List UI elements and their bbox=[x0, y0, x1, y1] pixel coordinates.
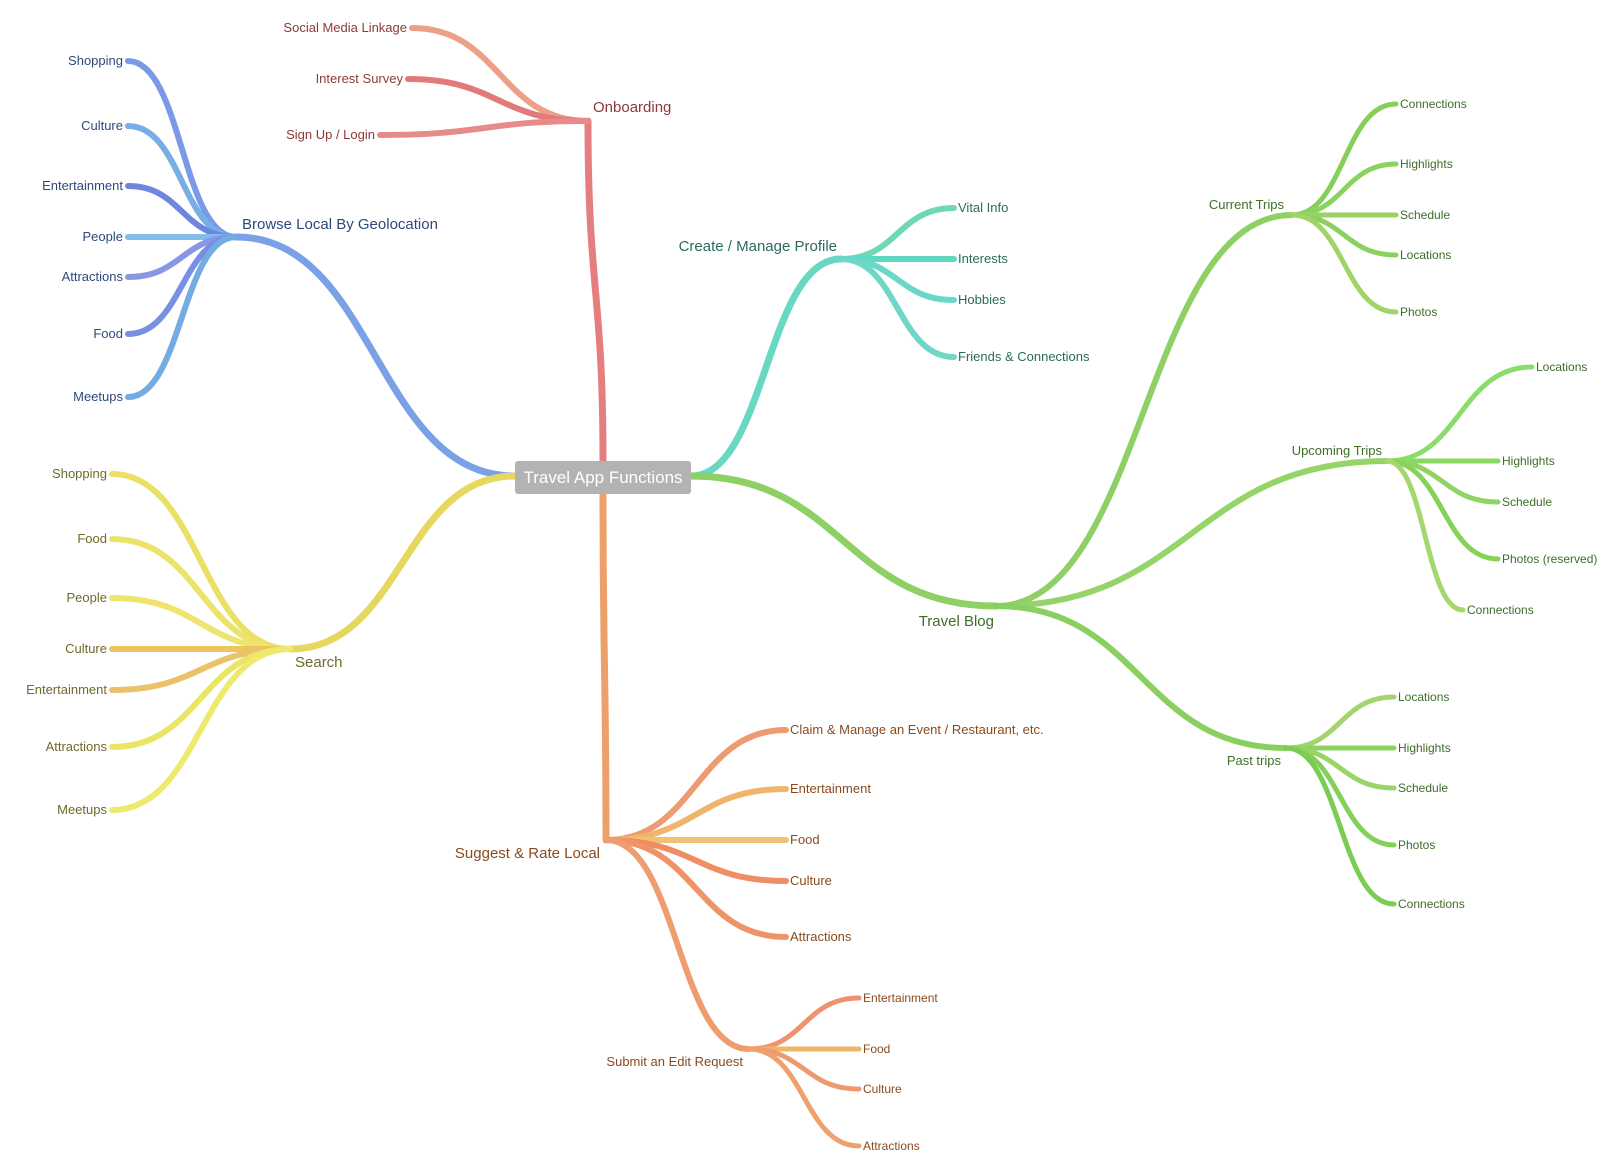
leaf-browse-food[interactable]: Food bbox=[93, 326, 123, 341]
branch-edge-blog bbox=[687, 472, 1000, 610]
branch-label-profile[interactable]: Create / Manage Profile bbox=[679, 238, 837, 255]
leaf-browse-culture[interactable]: Culture bbox=[81, 118, 123, 133]
edge-blog-current-trips-highlights bbox=[1289, 161, 1399, 218]
branch-label-blog[interactable]: Travel Blog bbox=[919, 613, 994, 630]
edge-suggest-attractions bbox=[603, 837, 789, 940]
branch-edge-profile bbox=[687, 255, 845, 480]
leaf-suggest-submit-an-edit-request-attractions[interactable]: Attractions bbox=[863, 1139, 920, 1153]
leaf-blog-past-trips-schedule[interactable]: Schedule bbox=[1398, 781, 1448, 795]
leaf-onboarding-interest-survey[interactable]: Interest Survey bbox=[316, 71, 404, 86]
leaf-suggest-food[interactable]: Food bbox=[790, 832, 820, 847]
edge-blog-upcoming-trips bbox=[993, 458, 1390, 609]
leaf-search-culture[interactable]: Culture bbox=[65, 641, 107, 656]
branch-label-suggest[interactable]: Suggest & Rate Local bbox=[455, 845, 600, 862]
leaf-blog-upcoming-trips-schedule[interactable]: Schedule bbox=[1502, 495, 1552, 509]
edge-suggest-submit-an-edit-request-attractions bbox=[746, 1046, 862, 1149]
leaf-browse-entertainment[interactable]: Entertainment bbox=[42, 178, 123, 193]
edge-blog-current-trips bbox=[993, 212, 1295, 609]
node-blog-current-trips[interactable]: Current Trips bbox=[1209, 197, 1285, 212]
leaf-search-food[interactable]: Food bbox=[77, 531, 107, 546]
leaf-suggest-entertainment[interactable]: Entertainment bbox=[790, 781, 871, 796]
leaf-search-entertainment[interactable]: Entertainment bbox=[26, 682, 107, 697]
leaf-browse-people[interactable]: People bbox=[83, 229, 123, 244]
edge-suggest-entertainment bbox=[603, 786, 789, 843]
leaf-browse-meetups[interactable]: Meetups bbox=[73, 389, 123, 404]
node-blog-upcoming-trips[interactable]: Upcoming Trips bbox=[1292, 443, 1383, 458]
edge-onboarding-sign-up-login bbox=[377, 118, 591, 138]
edge-blog-upcoming-trips-connections bbox=[1384, 458, 1466, 613]
leaf-onboarding-social-media-linkage[interactable]: Social Media Linkage bbox=[283, 20, 407, 35]
root-label: Travel App Functions bbox=[523, 468, 682, 487]
leaf-suggest-claim-manage-an-event-restaurant-etc[interactable]: Claim & Manage an Event / Restaurant, et… bbox=[790, 722, 1044, 737]
leaf-search-shopping[interactable]: Shopping bbox=[52, 466, 107, 481]
edge-suggest-submit-an-edit-request bbox=[603, 837, 752, 1052]
leaf-suggest-culture[interactable]: Culture bbox=[790, 873, 832, 888]
branch-edge-browse bbox=[232, 233, 519, 480]
leaf-blog-current-trips-schedule[interactable]: Schedule bbox=[1400, 208, 1450, 222]
edge-blog-past-trips-connections bbox=[1283, 745, 1397, 907]
leaf-browse-attractions[interactable]: Attractions bbox=[62, 269, 124, 284]
edge-suggest-submit-an-edit-request-entertainment bbox=[746, 995, 862, 1052]
edge-search-meetups bbox=[109, 646, 293, 813]
mind-map-edges bbox=[109, 25, 1535, 1149]
leaf-search-attractions[interactable]: Attractions bbox=[46, 739, 108, 754]
leaf-search-meetups[interactable]: Meetups bbox=[57, 802, 107, 817]
leaf-search-people[interactable]: People bbox=[67, 590, 107, 605]
leaf-blog-current-trips-photos[interactable]: Photos bbox=[1400, 305, 1437, 319]
edge-search-shopping bbox=[109, 471, 293, 652]
branch-label-search[interactable]: Search bbox=[295, 654, 343, 671]
edge-blog-current-trips-photos bbox=[1289, 212, 1399, 315]
leaf-blog-current-trips-highlights[interactable]: Highlights bbox=[1400, 157, 1453, 171]
edge-blog-upcoming-trips-photos-reserved bbox=[1384, 458, 1501, 562]
leaf-onboarding-sign-up-login[interactable]: Sign Up / Login bbox=[286, 127, 375, 142]
leaf-blog-upcoming-trips-highlights[interactable]: Highlights bbox=[1502, 454, 1555, 468]
branch-edge-onboarding bbox=[584, 117, 607, 465]
branch-edge-search bbox=[286, 472, 519, 653]
leaf-blog-past-trips-connections[interactable]: Connections bbox=[1398, 897, 1465, 911]
edge-onboarding-social-media-linkage bbox=[409, 25, 591, 124]
branch-label-onboarding[interactable]: Onboarding bbox=[593, 99, 671, 116]
leaf-blog-current-trips-locations[interactable]: Locations bbox=[1400, 248, 1451, 262]
leaf-blog-upcoming-trips-connections[interactable]: Connections bbox=[1467, 603, 1534, 617]
leaf-blog-past-trips-highlights[interactable]: Highlights bbox=[1398, 741, 1451, 755]
leaf-blog-upcoming-trips-locations[interactable]: Locations bbox=[1536, 360, 1587, 374]
leaf-suggest-attractions[interactable]: Attractions bbox=[790, 929, 852, 944]
leaf-profile-vital-info[interactable]: Vital Info bbox=[958, 200, 1008, 215]
leaf-profile-friends-connections[interactable]: Friends & Connections bbox=[958, 349, 1090, 364]
edge-browse-meetups bbox=[125, 234, 239, 400]
edge-blog-past-trips bbox=[993, 603, 1289, 751]
edge-blog-upcoming-trips-locations bbox=[1384, 364, 1535, 464]
node-suggest-submit-an-edit-request[interactable]: Submit an Edit Request bbox=[606, 1054, 743, 1069]
node-blog-past-trips[interactable]: Past trips bbox=[1227, 753, 1282, 768]
edge-blog-current-trips-connections bbox=[1289, 101, 1399, 218]
edge-blog-past-trips-locations bbox=[1283, 694, 1397, 751]
root-node[interactable]: Travel App Functions bbox=[515, 461, 691, 494]
edge-profile-vital-info bbox=[838, 205, 957, 262]
leaf-suggest-submit-an-edit-request-entertainment[interactable]: Entertainment bbox=[863, 991, 938, 1005]
branch-label-browse[interactable]: Browse Local By Geolocation bbox=[242, 216, 438, 233]
leaf-blog-past-trips-locations[interactable]: Locations bbox=[1398, 690, 1449, 704]
leaf-blog-current-trips-connections[interactable]: Connections bbox=[1400, 97, 1467, 111]
leaf-browse-shopping[interactable]: Shopping bbox=[68, 53, 123, 68]
branch-edge-suggest bbox=[599, 490, 610, 844]
edge-suggest-claim-manage-an-event-restaurant-etc bbox=[603, 727, 789, 843]
leaf-profile-hobbies[interactable]: Hobbies bbox=[958, 292, 1006, 307]
leaf-suggest-submit-an-edit-request-food[interactable]: Food bbox=[863, 1042, 890, 1056]
edge-profile-friends-connections bbox=[838, 256, 957, 360]
leaf-suggest-submit-an-edit-request-culture[interactable]: Culture bbox=[863, 1082, 902, 1096]
leaf-blog-past-trips-photos[interactable]: Photos bbox=[1398, 838, 1435, 852]
leaf-profile-interests[interactable]: Interests bbox=[958, 251, 1008, 266]
leaf-blog-upcoming-trips-photos-reserved[interactable]: Photos (reserved) bbox=[1502, 552, 1597, 566]
